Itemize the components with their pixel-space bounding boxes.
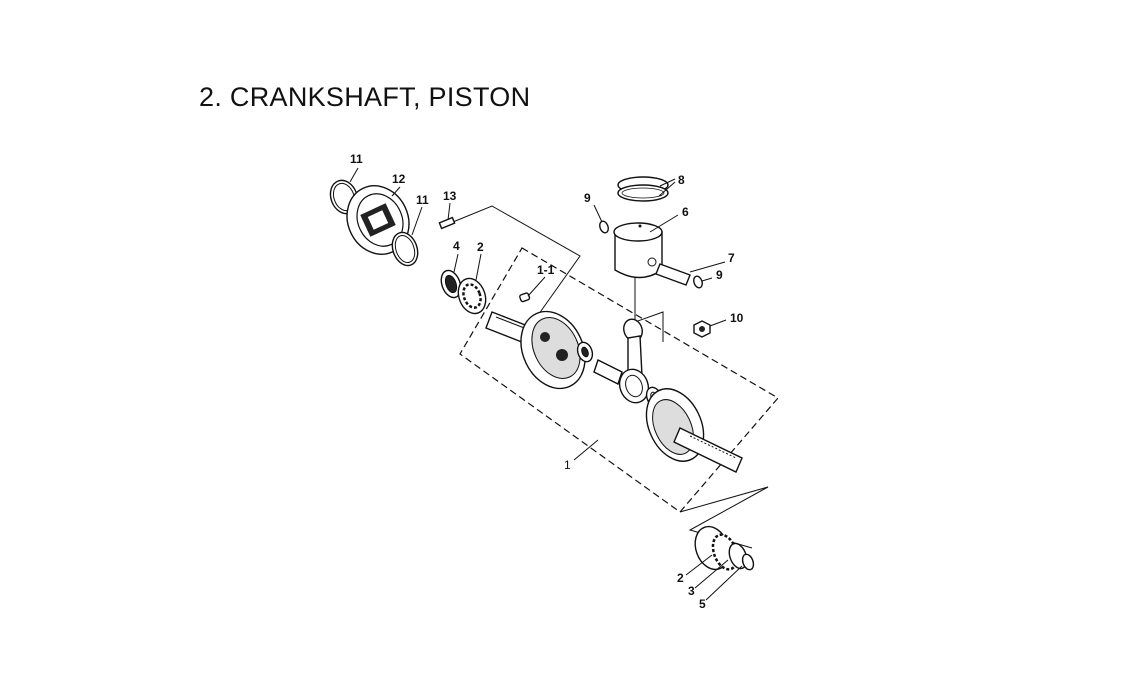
piston-rings-8 <box>617 176 669 202</box>
callout-11-b: 11 <box>416 193 429 207</box>
crank-half-left <box>485 310 586 390</box>
callout-11-a: 11 <box>350 152 363 166</box>
woodruff-key-1-1 <box>519 292 531 303</box>
crank-half-right <box>645 388 743 473</box>
callout-2-bottom: 2 <box>677 571 684 585</box>
circlip-11-left <box>329 179 359 215</box>
pin-13 <box>438 216 456 230</box>
callout-2-top: 2 <box>477 240 484 254</box>
callout-10: 10 <box>730 311 744 325</box>
piston-6 <box>613 222 663 279</box>
bearing-group-bottom <box>694 525 755 571</box>
callout-5: 5 <box>699 597 706 611</box>
page-title: 2. CRANKSHAFT, PISTON <box>199 82 531 112</box>
circlip-9-right <box>693 275 703 289</box>
callout-9-right: 9 <box>716 268 723 282</box>
nut-10 <box>693 320 711 338</box>
callout-4: 4 <box>453 239 460 253</box>
needle-bearing <box>576 341 594 363</box>
connecting-rod <box>618 318 650 404</box>
piston-pin-7 <box>655 263 691 286</box>
callout-9-top: 9 <box>584 191 591 205</box>
guide-line-top <box>447 205 581 319</box>
crank-pin <box>593 359 623 385</box>
guide-line-piston <box>634 272 664 342</box>
callout-8: 8 <box>678 173 685 187</box>
callout-12: 12 <box>392 172 406 186</box>
callout-7: 7 <box>728 251 735 265</box>
circlip-11-right <box>391 231 419 267</box>
callout-3: 3 <box>688 584 695 598</box>
leader-lines <box>349 167 743 601</box>
callout-1-1: 1-1 <box>537 263 555 277</box>
oil-seal-12 <box>346 185 410 255</box>
bearing-2-top <box>457 277 487 315</box>
callout-1: 1 <box>564 458 571 472</box>
bearing-4 <box>440 269 462 299</box>
callout-13: 13 <box>443 189 457 203</box>
circlip-9-top <box>599 220 609 234</box>
callout-6: 6 <box>682 205 689 219</box>
